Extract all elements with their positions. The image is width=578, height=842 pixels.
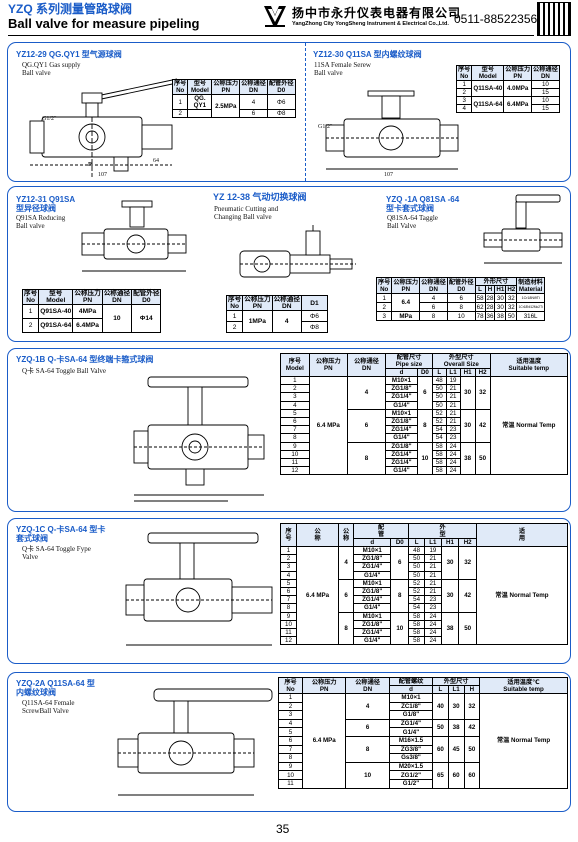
panel-reducing-pneumatic-toggle: YZ12-31 Q91SA 型异径球阀 Q91SA Reducing Ball … — [7, 186, 571, 342]
table-row: 1 Q91SA-40 4MPa 10 Φ14 — [21, 304, 162, 333]
table-row: 1 Q11SA-40 4.0MPa 10 — [455, 80, 560, 97]
table-row: 3 MPa 8 10 78 36 38 50 316L — [375, 311, 545, 321]
p7-valve-drawing — [125, 532, 273, 646]
p3-title: YZ12-31 Q91SA — [16, 195, 76, 204]
table-row: 1 6.4 4 6 58 28 30 32 1Cr18Ni9Ti — [375, 293, 545, 312]
p1-subtitle-1: QG.QY1 Gas supply — [22, 61, 81, 69]
company-name-en: YangZhong City YongSheng Instrument & El… — [292, 21, 449, 27]
p8-valve-drawing — [117, 688, 273, 796]
p7-subtitle-1: Q卡 SA-64 Toggle Fype — [22, 545, 91, 553]
company-name: 扬中市永升仪表电器有限公司 YangZhong City YongSheng I… — [292, 4, 461, 27]
p1-dim-length: 107 — [98, 172, 107, 178]
p2-subtitle-2: Ball valve — [314, 69, 343, 77]
p6-subtitle: Q卡 SA-64 Toggle Ball Valve — [22, 367, 107, 375]
p1-dim-thread: G1/2" — [42, 116, 57, 122]
p1-dim-p: P — [88, 162, 92, 168]
header-left: YZQ 系列测量管路球阀 Ball valve for measure pipe… — [8, 3, 199, 32]
p3-title-2: 型异径球阀 — [16, 204, 56, 213]
p4-subtitle-1: Pneumatic Cutting and — [214, 205, 279, 213]
p4-title: YZ 12-38 气动切换球阀 — [213, 192, 307, 202]
p3-subtitle-1: Q91SA Reducing — [16, 214, 66, 222]
panel-divider — [8, 43, 306, 181]
p1-dim-64: 64 — [153, 158, 159, 164]
panel-gas-and-female-valves: YZ12-29 QG.QY1 型气源球阀 QG.QY1 Gas supply B… — [7, 42, 571, 182]
table-row: 1 1MPa 4 Φ6 — [225, 310, 328, 333]
header-divider — [8, 35, 534, 36]
p2-dim-length: 107 — [384, 172, 393, 178]
p3-subtitle-2: Ball valve — [16, 222, 45, 230]
p5-subtitle-2: Ball Valve — [387, 222, 417, 230]
page-number: 35 — [276, 822, 290, 836]
p5-title-2: 型卡套式球阀 — [386, 204, 434, 213]
page-header: YZQ 系列测量管路球阀 Ball valve for measure pipe… — [0, 0, 578, 38]
panel-yzq-1b: YZQ-1B Q-卡SA-64 型终端卡箍式球阀 Q卡 SA-64 Toggle… — [7, 348, 571, 512]
p7-title: YZQ-1C Q-卡SA-64 型卡 — [16, 525, 106, 534]
table-row: 2 Q91SA-64 6.4MPa — [21, 318, 161, 333]
p7-subtitle-2: Valve — [22, 553, 38, 561]
company-logo-icon — [264, 6, 286, 27]
panel-yzq-2a: YZQ-2A Q11SA-64 型 内螺纹球阀 Q11SA-64 Female … — [7, 672, 571, 812]
table-row: 3 Q11SA-64 6.4MPa 10 — [455, 96, 560, 113]
p1-subtitle-2: Ball valve — [22, 69, 51, 77]
p7-title-2: 套式球阀 — [16, 534, 48, 543]
p2-subtitle-1: 11SA Female Serew — [314, 61, 371, 69]
p5-subtitle-1: Q81SA-64 Taggle — [387, 214, 438, 222]
qr-code-icon — [537, 2, 571, 36]
panel-yzq-1c: YZQ-1C Q-卡SA-64 型卡 套式球阀 Q卡 SA-64 Toggle … — [7, 518, 571, 664]
p6-title: YZQ-1B Q-卡SA-64 型终端卡箍式球阀 — [16, 355, 154, 364]
p8-subtitle-2: ScrewBall Valve — [22, 707, 69, 715]
p4-subtitle-2: Changing Ball valve — [214, 213, 272, 221]
table-row: 2 6 Φ8 — [171, 109, 296, 118]
series-subtitle: Ball valve for measure pipeling — [8, 16, 200, 31]
table-row: 4 15 — [455, 104, 560, 113]
table-row: 1 QG.QY1 2.5MPa 4 Φ6 — [171, 94, 296, 118]
series-title: YZQ 系列测量管路球阀 — [8, 2, 133, 16]
p2-dim-thread: G1/2" — [318, 124, 333, 130]
p8-title: YZQ-2A Q11SA-64 型 — [16, 679, 95, 688]
p5-valve-drawing — [483, 194, 563, 264]
p8-subtitle-1: Q11SA-64 Female — [22, 699, 75, 707]
p2-title: YZ12-30 Q11SA 型内螺纹球阀 — [313, 50, 422, 59]
p1-valve-drawing — [29, 78, 178, 177]
p4-valve-drawing — [239, 225, 356, 278]
p2-valve-drawing — [325, 90, 459, 170]
p3-valve-drawing — [81, 200, 187, 272]
p8-title-2: 内螺纹球阀 — [16, 688, 56, 697]
company-name-cn: 扬中市永升仪表电器有限公司 — [292, 6, 462, 20]
p5-title: YZQ -1A Q81SA -64 — [386, 195, 460, 204]
p6-valve-drawing — [133, 376, 265, 502]
p1-title: YZ12-29 QG.QY1 型气源球阀 — [16, 50, 122, 59]
table-row: 2 Φ8 — [225, 321, 328, 333]
phone-number: 0511-88522356 — [454, 12, 538, 26]
